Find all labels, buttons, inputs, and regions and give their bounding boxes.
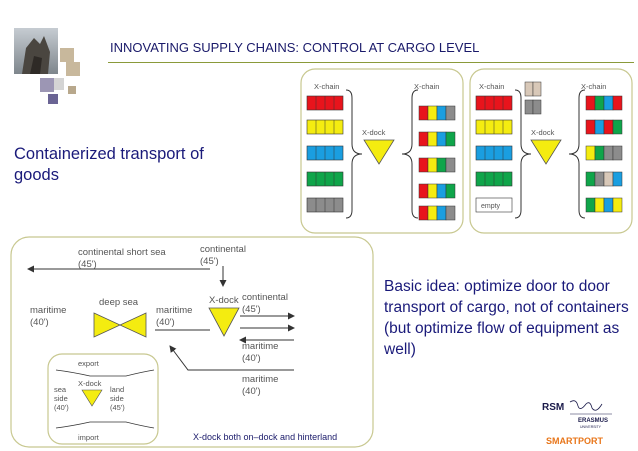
xchain-label: X-chain — [479, 82, 504, 91]
sea-label: sea — [54, 385, 67, 394]
sea-side-label: side — [54, 394, 68, 403]
xchain-label: X-chain — [581, 82, 606, 91]
inset-xdock-label: X-dock — [78, 379, 102, 388]
export-import-inset — [47, 353, 159, 445]
network-caption: X-dock both on–dock and hinterland — [193, 432, 337, 442]
logo-university: UNIVERSITY — [580, 425, 602, 429]
land-side-label: side — [110, 394, 124, 403]
xchain-panel-left: X-chain X-dock X-chain — [300, 68, 464, 234]
continental-short-sea-label: continental short sea — [78, 247, 166, 258]
xdock-triangle — [530, 139, 562, 165]
maritime-mid-label: maritime — [156, 305, 192, 316]
land-size-label: (45') — [110, 403, 125, 412]
network-diagram: continental short sea (45') continental … — [10, 236, 374, 448]
xchain-label: X-chain — [314, 82, 339, 91]
container-stack-left — [475, 95, 513, 213]
container-stack-left — [306, 95, 344, 213]
xdock-label: X-dock — [531, 128, 555, 137]
xdock-label: X-dock — [362, 128, 386, 137]
xdock-label: X-dock — [209, 295, 239, 306]
maritime-right1-size: (40') — [242, 353, 261, 364]
xchain-label: X-chain — [414, 82, 439, 91]
headline: Containerized transport of goods — [14, 145, 204, 184]
continental-size: (45') — [200, 256, 219, 267]
xdock-triangle — [208, 307, 240, 337]
maritime-mid-size: (40') — [156, 317, 175, 328]
maritime-left-size: (40') — [30, 317, 49, 328]
maritime-right2-label: maritime — [242, 374, 278, 385]
logo-smartport: SMARTPORT — [546, 436, 603, 446]
container-stack-right — [585, 95, 623, 213]
xdock-triangle — [363, 139, 395, 165]
import-label: import — [78, 433, 100, 442]
rsm-erasmus-smartport-logo: RSM ERASMUS UNIVERSITY SMARTPORT — [542, 400, 612, 446]
logo-erasmus: ERASMUS — [578, 418, 608, 424]
empty-label: empty — [481, 203, 501, 210]
maritime-right1-label: maritime — [242, 341, 278, 352]
arrow-maritime-deepsea — [169, 345, 294, 371]
continental-label: continental — [200, 244, 246, 255]
title-divider — [108, 62, 634, 63]
maritime-left-label: maritime — [30, 305, 66, 316]
basic-idea-text: Basic idea: optimize door to door transp… — [384, 278, 629, 358]
corner-photo-decoration — [14, 28, 80, 104]
deep-sea-bowtie-right — [119, 312, 147, 338]
xchain-panel-right: X-chain X-dock X-chain empty — [469, 68, 633, 234]
land-label: land — [110, 385, 124, 394]
continental-right-size: (45') — [242, 304, 261, 315]
continental-right-label: continental — [242, 292, 288, 303]
container-stack-right — [418, 105, 456, 221]
deep-sea-label: deep sea — [99, 297, 139, 308]
export-label: export — [78, 359, 100, 368]
slide-title: INNOVATING SUPPLY CHAINS: CONTROL AT CAR… — [110, 40, 480, 55]
maritime-right2-size: (40') — [242, 386, 261, 397]
logo-rsm: RSM — [542, 402, 564, 413]
deep-sea-bowtie-left — [93, 312, 121, 338]
continental-short-sea-size: (45') — [78, 259, 97, 270]
inset-xdock-triangle — [81, 389, 103, 407]
sea-size-label: (40') — [54, 403, 69, 412]
